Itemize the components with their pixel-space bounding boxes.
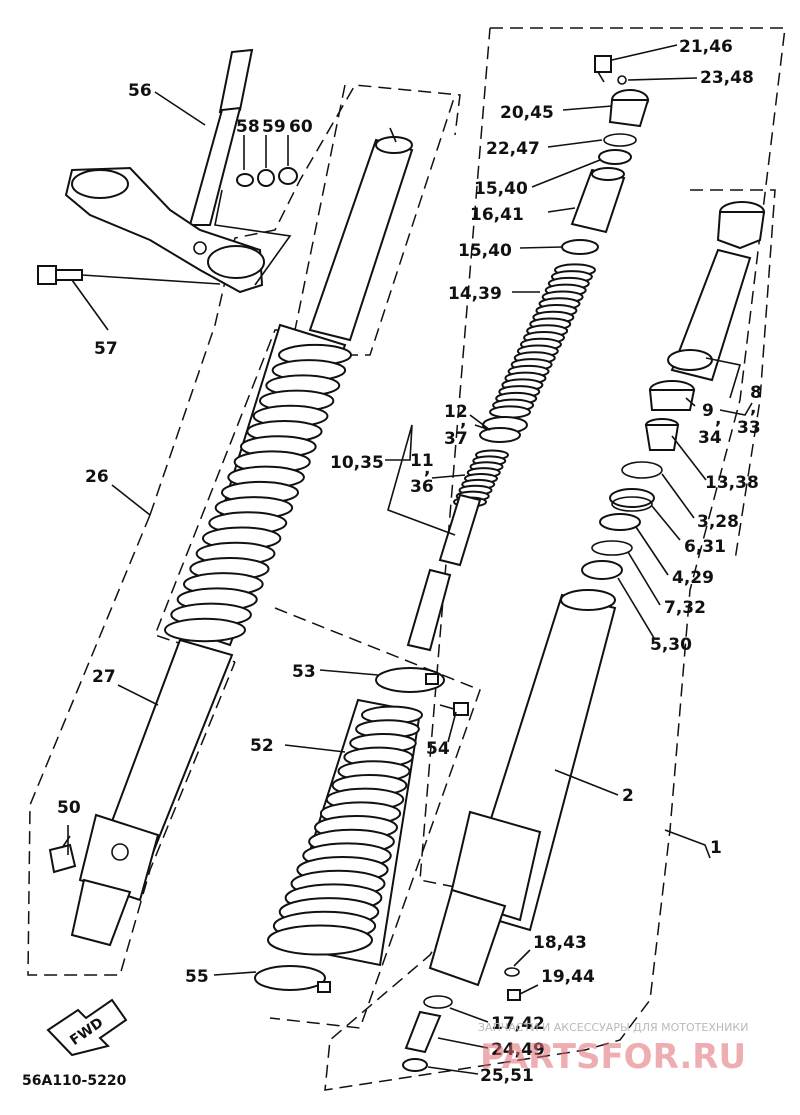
callout-54: 54 (426, 739, 450, 759)
callout-3-28: 3,28 (697, 512, 739, 532)
callout-10-35: 10,35 (330, 453, 384, 473)
rebound-spring-11 (453, 449, 509, 508)
callout-15-40-upper: 15,40 (474, 179, 528, 199)
clamp-55 (254, 965, 331, 993)
callout-55: 55 (185, 967, 209, 987)
gasket-17 (423, 995, 453, 1009)
callout-59: 59 (262, 117, 286, 137)
callout-14-39: 14,39 (448, 284, 502, 304)
callout-11-comma: , (424, 459, 430, 479)
callout-15-40-lower: 15,40 (458, 241, 512, 261)
callout-25-51: 25,51 (480, 1066, 534, 1086)
oil-seal-6 (609, 488, 655, 512)
washer-4 (599, 513, 641, 531)
bolt-54 (439, 702, 469, 716)
callout-7-32: 7,32 (664, 598, 706, 618)
bolt-24 (404, 1010, 442, 1054)
steering-stem-56 (64, 48, 265, 294)
callout-53: 53 (292, 662, 316, 682)
clip-3 (621, 461, 663, 479)
callout-12: 12 (444, 402, 468, 422)
callout-labels: 21,46 23,48 20,45 22,47 15,40 16,41 15,4… (57, 37, 762, 1086)
watermark-brand: PARTSFOR.RU (480, 1037, 746, 1077)
callout-22-47: 22,47 (486, 139, 540, 159)
spring-coil (489, 405, 531, 419)
callout-11: 11 (410, 451, 434, 471)
bushing-9 (648, 380, 696, 411)
outer-tube-2 (428, 589, 617, 987)
piston-bush-13 (644, 418, 680, 451)
diagram-code: 56A110-5220 (22, 1073, 127, 1089)
callout-27: 27 (92, 667, 116, 687)
fork-boot-52 (267, 698, 423, 967)
washer-18 (504, 967, 520, 977)
callout-4-29: 4,29 (672, 568, 714, 588)
ring-7 (591, 540, 633, 556)
callout-6-31: 6,31 (684, 537, 726, 557)
callout-9: 9 (702, 401, 714, 421)
washer-15-upper (598, 149, 632, 165)
watermark-caption: ЗАПЧАСТИ И АКСЕССУАРЫ ДЛЯ МОТОТЕХНИКИ (478, 1021, 748, 1034)
boot-rib (164, 617, 246, 643)
callout-12-comma: , (460, 411, 466, 431)
callout-8-comma: , (750, 398, 756, 418)
fwd-arrow-icon: FWD (46, 998, 128, 1057)
callout-21-46: 21,46 (679, 37, 733, 57)
callout-57: 57 (94, 339, 118, 359)
callout-50: 50 (57, 798, 81, 818)
bolt-50 (48, 835, 77, 874)
callout-26: 26 (85, 467, 109, 487)
callout-20-45: 20,45 (500, 103, 554, 123)
callout-37: 37 (444, 429, 468, 449)
callout-34: 34 (698, 428, 722, 448)
group-outline-26 (27, 84, 461, 976)
callout-17-42: 17,42 (491, 1014, 545, 1034)
fork-cap-top-right (716, 201, 766, 250)
callout-36: 36 (410, 477, 434, 497)
cap-bolt-20 (608, 89, 650, 128)
callout-2: 2 (622, 786, 634, 806)
inner-tube-26 (308, 127, 414, 342)
damper-rod-10 (406, 493, 482, 652)
callout-23-48: 23,48 (700, 68, 754, 88)
fork-spring-14 (489, 263, 596, 419)
callout-58: 58 (236, 117, 260, 137)
fork-boot-large (164, 323, 352, 647)
clamp-53 (375, 667, 445, 693)
washer-25 (402, 1058, 428, 1072)
callout-5-30: 5,30 (650, 635, 692, 655)
steering-stem-hardware-58-60 (236, 167, 298, 187)
bolt-57 (37, 265, 83, 285)
callout-1: 1 (710, 838, 722, 858)
washer-15-lower (561, 239, 599, 255)
inner-tube-8 (667, 248, 752, 382)
spacer-16 (570, 167, 626, 234)
callout-52: 52 (250, 736, 274, 756)
callout-18-43: 18,43 (533, 933, 587, 953)
callout-33: 33 (737, 418, 761, 438)
callout-19-44: 19,44 (541, 967, 595, 987)
watermark: ЗАПЧАСТИ И АКСЕССУАРЫ ДЛЯ МОТОТЕХНИКИ PA… (478, 1021, 748, 1077)
o-ring-23 (617, 75, 627, 85)
o-ring-22 (603, 133, 637, 147)
callout-56: 56 (128, 81, 152, 101)
callout-9-comma: , (715, 409, 721, 429)
drain-screw-19 (507, 989, 521, 1001)
air-valve-21 (594, 55, 612, 83)
callout-60: 60 (289, 117, 313, 137)
outer-tube-27 (70, 638, 234, 947)
boot-rib (267, 924, 373, 956)
group-outline-8 (690, 189, 776, 561)
callout-8: 8 (750, 383, 762, 403)
callout-16-41: 16,41 (470, 205, 524, 225)
callout-13-38: 13,38 (705, 473, 759, 493)
group-outline-boot (269, 607, 481, 1029)
bushing-5 (581, 560, 623, 580)
leader-lines (67, 44, 753, 1075)
callout-24-49: 24,49 (491, 1040, 545, 1060)
